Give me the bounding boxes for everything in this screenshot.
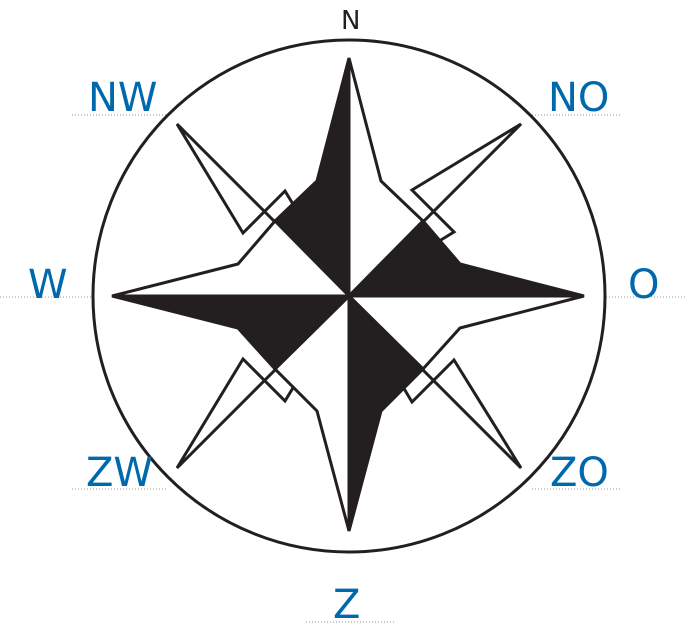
label-west: W [28, 265, 68, 305]
label-east: O [628, 265, 659, 305]
compass-star [112, 58, 584, 531]
label-south: Z [333, 585, 360, 625]
label-southeast: ZO [550, 453, 609, 493]
label-southwest: ZW [86, 453, 153, 493]
label-northwest: NW [88, 78, 157, 118]
label-northeast: NO [548, 78, 609, 118]
label-north: N [341, 8, 360, 34]
